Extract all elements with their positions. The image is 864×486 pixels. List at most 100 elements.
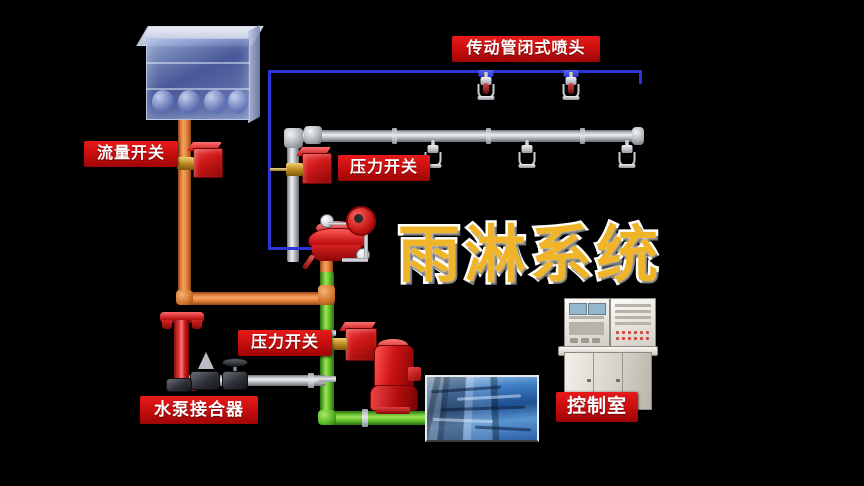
sprinkler-hex	[521, 145, 533, 153]
cabinet-handle-2[interactable]	[616, 379, 620, 382]
cabinet-handle-1[interactable]	[587, 379, 591, 382]
tank-float-1	[152, 90, 174, 114]
sprinkler-stem	[569, 72, 573, 79]
sprinkler-bulb	[568, 83, 574, 94]
panel-indicator-strip-4	[615, 322, 651, 325]
gate-valve-handwheel[interactable]	[222, 358, 248, 367]
page-title-text: 雨淋系统	[395, 219, 663, 293]
label-transmission-sprinkler: 传动管闭式喷头	[452, 36, 600, 62]
label-flow-switch: 流量开关	[84, 141, 178, 167]
main-riser-vertical	[287, 145, 299, 250]
sprinkler-stem	[431, 140, 435, 147]
tank-band-2	[146, 88, 250, 90]
tank-downpipe-vertical	[178, 118, 191, 298]
deluge-valve-body	[312, 245, 360, 261]
flow-switch-device	[161, 142, 223, 178]
sprinkler-bulb	[483, 83, 489, 94]
sprinkler-hex	[565, 77, 577, 85]
pump-motor	[374, 345, 414, 391]
control-panel-left[interactable]	[564, 298, 610, 350]
tank-band-1	[146, 62, 250, 64]
panel-button-1[interactable]	[570, 338, 578, 343]
alarm-led-3	[628, 331, 631, 334]
flow-switch-brass-fitting	[177, 157, 194, 170]
orange-riser-elbow	[318, 285, 335, 305]
pressure-switch-body	[345, 328, 377, 361]
fdc-head	[160, 312, 204, 323]
distribution-collar-1	[392, 128, 397, 144]
distribution-pipe-end-cap	[632, 127, 644, 145]
green-pipe-collar-c	[362, 409, 368, 427]
alarm-led-8	[622, 337, 625, 340]
cabinet-door-divider-1	[593, 353, 594, 409]
cabinet-door-divider-2	[622, 353, 623, 409]
label-control-room-text: 控制室	[566, 396, 627, 417]
alarm-led-1	[616, 331, 619, 334]
open-sprinkler-2	[518, 140, 536, 170]
label-pressure-switch-upper: 压力开关	[338, 155, 430, 181]
valve-trim-pipe-branch	[328, 222, 346, 225]
alarm-led-10	[634, 337, 637, 340]
pump-junction-box	[408, 367, 421, 381]
sprinkler-stem	[525, 140, 529, 147]
panel-button-2[interactable]	[581, 338, 589, 343]
main-riser-elbow-b	[304, 126, 322, 144]
alarm-led-11	[640, 337, 643, 340]
valve-drain-handle[interactable]	[301, 254, 316, 270]
pump-casing	[370, 385, 418, 411]
closed-sprinkler-1	[477, 70, 495, 102]
green-pipe-collar-b	[318, 376, 336, 382]
check-valve-cone	[198, 352, 214, 369]
pressure-switch-brass-fitting	[286, 163, 303, 176]
water-reservoir	[425, 375, 539, 442]
flow-switch-body	[193, 148, 223, 178]
hand-wheel-hub	[354, 214, 363, 223]
control-panel-right[interactable]	[610, 298, 656, 350]
transmission-pipe-right	[639, 70, 642, 84]
alarm-led-6	[646, 331, 649, 334]
fdc-check-valve-body	[190, 371, 220, 390]
sprinkler-deflector	[618, 164, 636, 168]
fdc-discharge-pipe	[186, 375, 326, 386]
valve-body	[166, 378, 192, 392]
transmission-pipe-left	[268, 70, 271, 250]
check-valve	[196, 352, 216, 388]
label-pressure-switch-lower: 压力开关	[238, 330, 332, 356]
pressure-switch-body	[302, 153, 332, 184]
sprinkler-hex	[427, 145, 439, 153]
tank-float-4	[228, 90, 248, 114]
panel-switch-bank	[569, 322, 604, 335]
panel-label-strip	[569, 316, 604, 319]
sprinkler-deflector	[562, 96, 580, 100]
fdc-base-tee	[166, 378, 192, 392]
panel-indicator-strip-3	[615, 316, 651, 319]
valve-body	[190, 371, 220, 390]
valve-trim-pipe-vertical	[364, 216, 368, 260]
sprinkler-hex	[621, 145, 633, 153]
fdc-pipe-collar	[308, 373, 314, 388]
tank-downpipe-horizontal	[186, 292, 326, 305]
panel-indicator-strip-1	[615, 304, 651, 307]
pump-suction-pipe	[328, 411, 440, 425]
label-pressure-switch-lower-text: 压力开关	[250, 334, 319, 351]
label-pressure-switch-upper-text: 压力开关	[349, 159, 418, 176]
main-riser-top-elbow	[284, 128, 303, 148]
sprinkler-stem	[484, 72, 488, 79]
gate-valve-stem	[233, 361, 237, 373]
valve-body	[222, 371, 248, 390]
transmission-pipe-top	[268, 70, 642, 73]
fdc-inlet-right	[192, 320, 202, 329]
alarm-led-9	[628, 337, 631, 340]
panel-display-2	[588, 303, 606, 315]
alarm-led-12	[646, 337, 649, 340]
sprinkler-hex	[480, 77, 492, 85]
label-control-room: 控制室	[556, 392, 638, 422]
tank-downpipe-elbow	[176, 290, 193, 305]
sprinkler-deflector	[424, 164, 442, 168]
pressure-switch-rod	[270, 168, 287, 171]
distribution-collar-2	[486, 128, 491, 144]
panel-button-3[interactable]	[592, 338, 600, 343]
alarm-led-2	[622, 331, 625, 334]
fdc-gate-valve	[222, 358, 248, 390]
